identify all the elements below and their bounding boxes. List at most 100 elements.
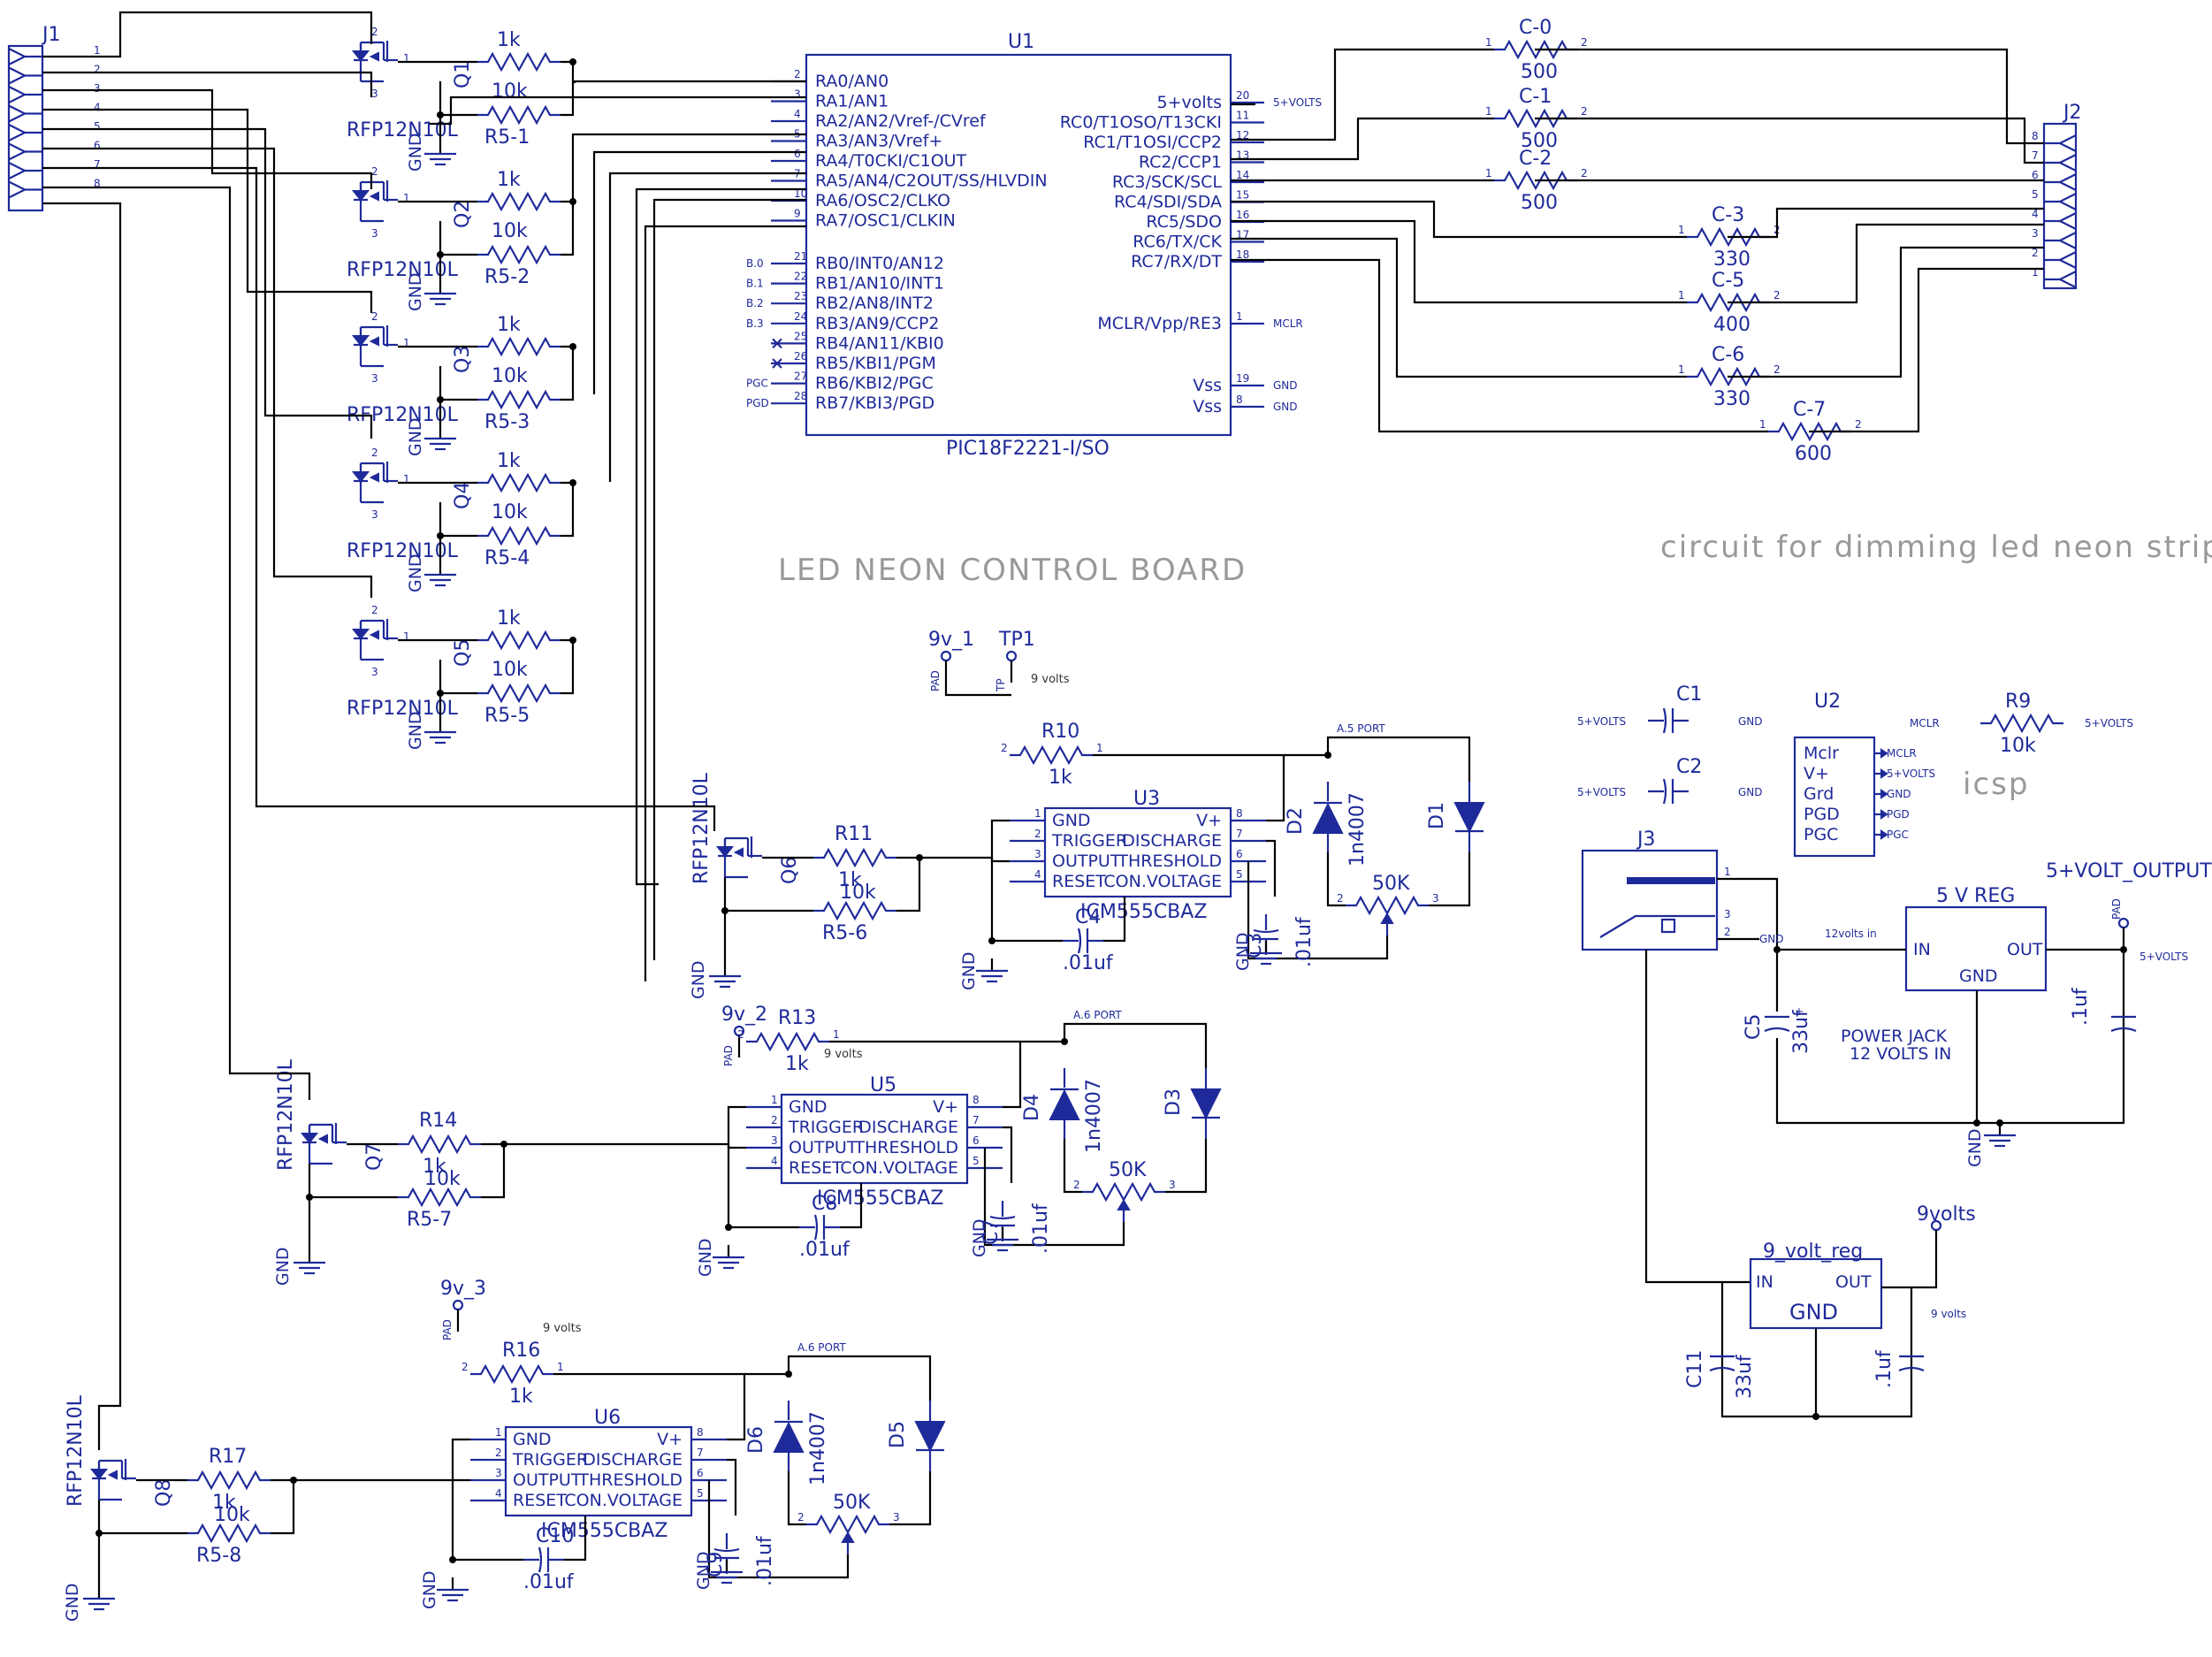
- board-subtitle: circuit for dimming led neon strips: [1660, 530, 2212, 565]
- j2-ref: J2: [2062, 102, 2082, 124]
- timer-input-resistor-ref-U6: R16: [502, 1340, 540, 1362]
- diode-ref-D3: D3: [1163, 1088, 1185, 1116]
- mcu-pin-8-name: Vss: [1193, 397, 1222, 416]
- timer-input-resistor-U5: [744, 1032, 831, 1051]
- diode-part-D4: 1n4007: [1083, 1079, 1105, 1153]
- timer-pin-name: CON.VOLTAGE: [840, 1158, 958, 1178]
- pulldown-value-Q5: 10k: [492, 659, 528, 681]
- mcu-pin-3-num: 3: [794, 88, 801, 101]
- j1-pin-1: 1: [94, 44, 101, 57]
- mcu-pin-4-name: RA2/AN2/Vref-/CVref: [815, 111, 987, 131]
- gnd-label-timing: GND: [694, 1551, 713, 1590]
- pot-pin3: 3: [1432, 892, 1439, 905]
- gate-resistor-R14: [396, 1134, 483, 1154]
- mcu-net-21: B.0: [746, 257, 764, 270]
- gate-resistor-value-Q4: 1k: [497, 450, 521, 472]
- diode-D2: [1312, 780, 1344, 854]
- j2-pin-4: 4: [2032, 208, 2039, 220]
- timer-pin: 4: [1034, 868, 1041, 881]
- timer-pin: 8: [973, 1094, 980, 1106]
- reg5-gnd: GND: [1959, 966, 1998, 986]
- channel-cap-pin1: 1: [1678, 289, 1685, 302]
- timer-pin: 1: [495, 1426, 502, 1439]
- control-cap-ref-C8: C8: [812, 1193, 837, 1215]
- mcu-pin-8-num: 8: [1236, 393, 1243, 406]
- rin-pin2: 2: [737, 1028, 744, 1041]
- mosfet-pin2: 2: [371, 310, 378, 323]
- pulldown-ref-Q2: R5-2: [484, 266, 530, 288]
- channel-cap-ref-C-3: C-3: [1712, 204, 1744, 226]
- timer-port-U5: A.6 PORT: [1073, 1009, 1122, 1021]
- timer-ref-U3: U3: [1133, 788, 1160, 810]
- channel-cap-pin1: 1: [1485, 167, 1492, 179]
- j2-pin-8: 8: [2032, 130, 2039, 142]
- channel-cap-ref-C-6: C-6: [1712, 344, 1744, 366]
- channel-cap-ref-C-2: C-2: [1519, 148, 1552, 170]
- timer-pin: 5: [1236, 868, 1243, 881]
- control-cap-value-C10: .01uf: [523, 1571, 575, 1593]
- svg-text:3: 3: [1724, 908, 1731, 920]
- timer-pin-name: TRIGGER: [1051, 831, 1127, 851]
- reg9-in: IN: [1756, 1272, 1773, 1292]
- control-cap-ref-C4: C4: [1075, 906, 1101, 928]
- pot-value-U3: 50K: [1372, 873, 1410, 895]
- control-cap-value-C8: .01uf: [799, 1239, 850, 1261]
- mosfet-channels: RFP12N10LQ12311k10kR5-1GNDRFP12N10LQ2231…: [347, 26, 576, 750]
- timer-pin-name: RESET: [513, 1491, 567, 1510]
- mosfet-pin3: 3: [371, 227, 378, 240]
- gate-resistor-ref-R11: R11: [835, 823, 873, 845]
- mcu-pin-28-num: 28: [794, 390, 807, 402]
- pulldown-ref-Q3: R5-3: [484, 411, 530, 433]
- mosfet-Q1: [352, 39, 400, 83]
- mcu-pin-5-name: RA3/AN3/Vref+: [815, 132, 942, 151]
- c9v-value: .1uf: [1873, 1349, 1895, 1388]
- diode-D4: [1049, 1066, 1080, 1141]
- mcu-pin-26-num: 26: [794, 350, 807, 363]
- mcu-pin-15-name: RC4/SDI/SDA: [1114, 193, 1222, 212]
- j1-ref: J1: [41, 24, 61, 46]
- timer-input-resistor-value-U3: 1k: [1049, 767, 1072, 789]
- mcu-pin-13-name: RC2/CCP1: [1139, 153, 1222, 172]
- icsp-label: icsp: [1963, 767, 2029, 802]
- j1-pin-5: 5: [94, 120, 101, 133]
- mcu-net-19: GND: [1273, 379, 1298, 392]
- mosfet-pin2: 2: [371, 26, 378, 38]
- c2-ref: C2: [1676, 756, 1702, 778]
- diode-ref-D6: D6: [745, 1426, 767, 1454]
- gnd-label-control: GND: [696, 1238, 715, 1277]
- timer-pin-name: RESET: [789, 1158, 843, 1178]
- timer-port-U3: A.5 PORT: [1337, 722, 1385, 735]
- mcu-pin-6-num: 6: [794, 148, 801, 160]
- diode-ref-D5: D5: [887, 1421, 909, 1448]
- svg-text:+: +: [1795, 1005, 1804, 1018]
- mcu-pin-20-name: 5+volts: [1156, 93, 1222, 112]
- timer-pad-U3: [940, 650, 952, 684]
- svg-text:GND: GND: [1965, 1128, 1985, 1167]
- pulldown-R5-7: [396, 1187, 483, 1207]
- gnd-label-Q7: GND: [273, 1247, 293, 1286]
- rin-pin2: 2: [1001, 742, 1008, 754]
- channel-cap-pin2: 2: [1855, 418, 1862, 431]
- mcu-pin-1-name: MCLR/Vpp/RE3: [1097, 314, 1222, 333]
- gate-resistor-Q3: [476, 337, 562, 356]
- r9-value: 10k: [2000, 735, 2036, 757]
- test-point-name: TP1: [998, 629, 1035, 651]
- timer-pin-name: THRESHOLD: [577, 1470, 683, 1490]
- potentiometer-U6: [806, 1516, 889, 1554]
- r9-right-net: 5+VOLTS: [2085, 717, 2133, 729]
- gnd-Q8: [81, 1584, 117, 1611]
- pot-value-U5: 50K: [1109, 1159, 1147, 1181]
- mcu-net-20: 5+VOLTS: [1273, 96, 1322, 109]
- timer-input-resistor-ref-U5: R13: [778, 1007, 816, 1029]
- j1-pin-2: 2: [94, 64, 101, 76]
- mcu-ref: U1: [1008, 31, 1034, 53]
- pulldown-ref-R5-6: R5-6: [822, 922, 867, 944]
- pulldown-resistor-Q3: [476, 390, 562, 409]
- gate-resistor-Q1: [476, 52, 562, 72]
- reg5-in: IN: [1913, 940, 1931, 959]
- timer-pin: 7: [697, 1447, 704, 1459]
- timer-part-U3: ICM555CBAZ: [1080, 901, 1207, 923]
